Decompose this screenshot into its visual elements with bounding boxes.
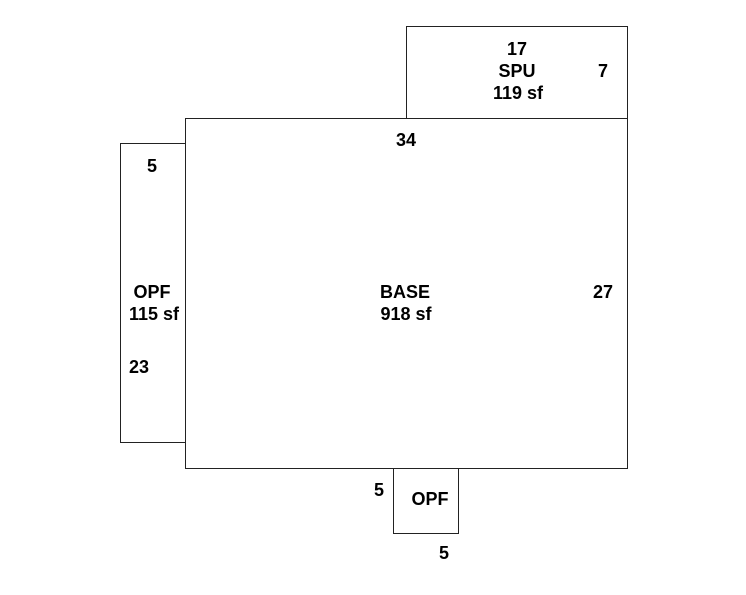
spu-area-label: 119 sf [492,83,544,103]
base-code-label: BASE [379,282,431,302]
opf-left-depth-dim: 23 [128,357,150,377]
opf-left-code-label: OPF [133,282,171,302]
opf-bottom-code-label: OPF [411,489,449,509]
base-width-dim: 34 [395,130,417,150]
spu-depth-dim: 7 [597,61,609,81]
opf-bottom-width-dim: 5 [438,543,450,563]
base-depth-dim: 27 [592,282,614,302]
opf-left-area-label: 115 sf [128,304,180,324]
spu-area [406,26,628,119]
base-area [185,118,628,469]
base-area-label: 918 sf [380,304,432,324]
opf-left-width-dim: 5 [146,156,158,176]
opf-bottom-area [393,467,459,534]
opf-bottom-depth-dim: 5 [373,480,385,500]
spu-width-dim: 17 [506,39,528,59]
opf-left-area [120,143,186,443]
spu-code-label: SPU [498,61,536,81]
